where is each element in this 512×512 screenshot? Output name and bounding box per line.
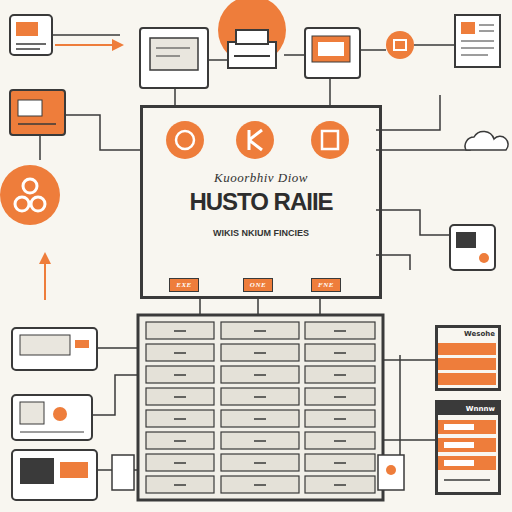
drawer-handle (334, 352, 346, 354)
arrow (44, 262, 46, 300)
drawer (305, 476, 375, 493)
node-label: Wnnnw (438, 403, 498, 415)
drawer-handle (174, 418, 186, 420)
document-icon (455, 15, 500, 67)
drawer-handle (254, 418, 266, 420)
drawer (221, 366, 299, 383)
lock-icon (386, 31, 414, 59)
drawer (221, 476, 299, 493)
drawer-handle (334, 462, 346, 464)
drawer (221, 388, 299, 405)
button: ONE (243, 278, 273, 292)
arrowhead (39, 252, 51, 264)
card-icon (10, 90, 65, 135)
drawer (146, 344, 214, 361)
monitor-icon (305, 28, 360, 78)
drawer-handle (334, 396, 346, 398)
small-devices (112, 455, 404, 490)
drawer (221, 454, 299, 471)
panel-heading: HUSTO RAIIE (143, 190, 379, 214)
main-panel: Kuoorbhiv DiowHUSTO RAIIE WIKIS NKIUM FIN… (140, 105, 382, 299)
monitor-icon (140, 28, 208, 88)
drawer-handle (334, 484, 346, 486)
drawer (305, 454, 375, 471)
side-panel: Wesohe (435, 325, 501, 391)
drawer (305, 388, 375, 405)
drawer-handle (174, 374, 186, 376)
wires (40, 35, 470, 480)
node-label: ONE (250, 281, 266, 289)
cloud-icon (465, 131, 508, 150)
device-icon (12, 395, 92, 440)
cabinet (138, 315, 383, 500)
drawer (305, 432, 375, 449)
drawer-handle (334, 418, 346, 420)
drawer (305, 322, 375, 339)
network-icon (0, 165, 60, 225)
drawer-handle (254, 462, 266, 464)
drawer-handle (334, 330, 346, 332)
drawer-handle (254, 396, 266, 398)
drawer-handle (174, 462, 186, 464)
drawer (305, 366, 375, 383)
drawer (146, 432, 214, 449)
drawer-handle (174, 396, 186, 398)
drawer (146, 322, 214, 339)
drawer (146, 366, 214, 383)
drawer-handle (254, 330, 266, 332)
drawer (146, 410, 214, 427)
panel-icons (166, 121, 349, 159)
drawer (221, 322, 299, 339)
drawer-handle (254, 352, 266, 354)
button: EXE (169, 278, 199, 292)
drawer (221, 344, 299, 361)
drawer (305, 344, 375, 361)
drawer-handle (254, 440, 266, 442)
drawer (221, 432, 299, 449)
printer-icon (218, 0, 286, 68)
drawer-handle (174, 440, 186, 442)
node-label: Wesohe (438, 328, 498, 338)
drawer-handle (174, 484, 186, 486)
drawer (146, 454, 214, 471)
drawer-handle (254, 484, 266, 486)
drawer-handle (174, 330, 186, 332)
drawer-handle (174, 352, 186, 354)
panel-heading: Kuoorbhiv Diow (143, 170, 379, 186)
drawer-handle (334, 440, 346, 442)
node-label: EXE (176, 281, 192, 289)
button: FNE (311, 278, 341, 292)
drawer (221, 410, 299, 427)
arrowhead (112, 39, 124, 51)
drawer (146, 388, 214, 405)
panel-heading: WIKIS NKIUM FINCIES (143, 228, 379, 238)
device-icon (12, 450, 97, 500)
node-label: FNE (318, 281, 334, 289)
device-icon (10, 15, 52, 55)
side-panel: Wnnnw (435, 400, 501, 495)
device-icon (450, 225, 495, 270)
drawer (146, 476, 214, 493)
drawer-handle (254, 374, 266, 376)
arrow (55, 44, 112, 46)
drawers (146, 322, 375, 493)
drawer-handle (334, 374, 346, 376)
drawer (305, 410, 375, 427)
laptop-icon (12, 328, 97, 370)
